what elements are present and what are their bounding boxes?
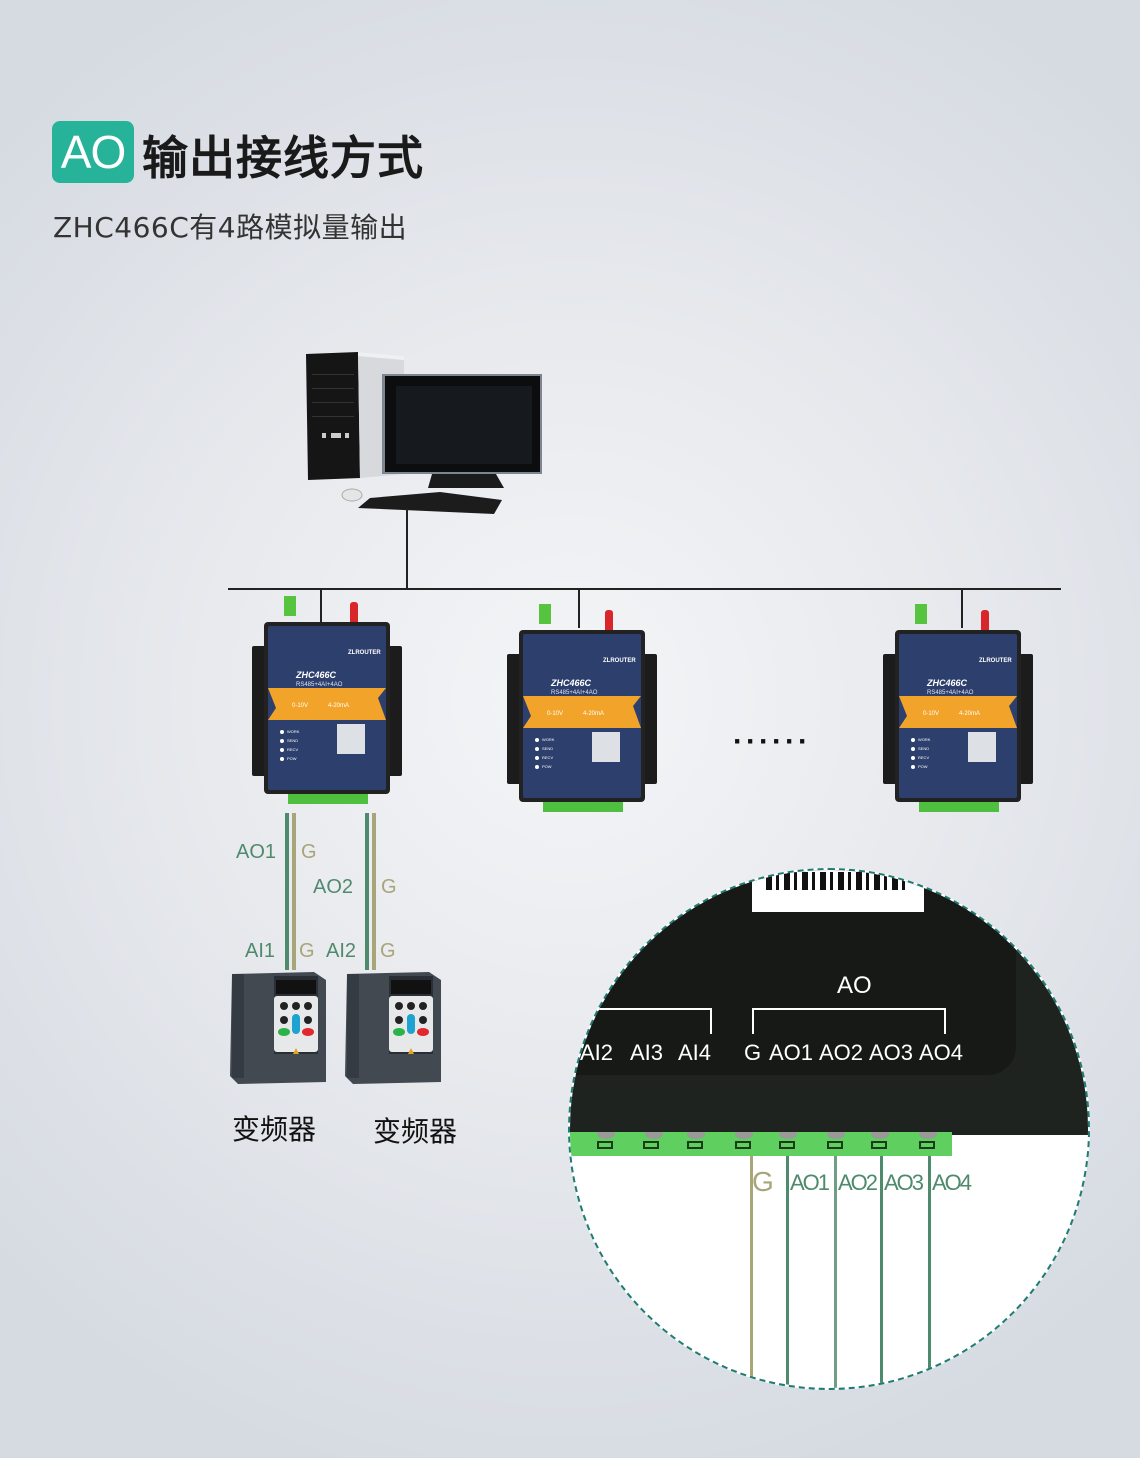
vfd-1-caption: 变频器 (232, 1113, 317, 1146)
range-voltage: 0-10V (923, 711, 940, 717)
terminal-zoom-detail: AO AI2 AI3 AI4 G AO1 AO2 AO3 AO4 (568, 868, 1090, 1390)
range-voltage: 0-10V (547, 711, 564, 717)
label-ao1: AO1 (236, 841, 277, 863)
device-brand: ZLROUTER (979, 658, 1012, 664)
terminal-g: G (744, 1040, 762, 1065)
led-pow: POW (287, 756, 297, 761)
vfd-2-caption: 变频器 (373, 1115, 458, 1148)
device-spec: RS485+4AI+4AO (296, 682, 343, 688)
terminal-ao2: AO2 (819, 1040, 864, 1065)
device-brand: ZLROUTER (348, 650, 381, 656)
terminal-ai4: AI4 (678, 1040, 712, 1065)
led-pow: POW (918, 764, 928, 769)
label-ai2: AI2 (326, 940, 357, 962)
device-spec: RS485+4AI+4AO (551, 690, 598, 696)
range-voltage: 0-10V (292, 703, 309, 709)
qr-label (752, 870, 924, 912)
zoom-label-ao3: AO3 (884, 1170, 924, 1195)
device-spec: RS485+4AI+4AO (927, 690, 974, 696)
zoom-g-wire (750, 1156, 753, 1388)
pc-drop-wire (406, 508, 408, 590)
ao1-wire (285, 813, 289, 970)
zoom-label-ao2: AO2 (838, 1170, 878, 1195)
led-send: SEND (542, 746, 554, 751)
ai-bracket (570, 1008, 712, 1034)
terminal-ai3: AI3 (630, 1040, 664, 1065)
bus-line (228, 588, 1061, 590)
terminal-ao1: AO1 (769, 1040, 814, 1065)
led-work: WORK (918, 737, 931, 742)
label-g1: G (301, 841, 317, 863)
device-model: ZHC466C (551, 678, 592, 688)
led-recv: RECV (287, 747, 299, 752)
ao-bracket (752, 1008, 946, 1034)
led-send: SEND (287, 738, 299, 743)
terminal-ai2: AI2 (580, 1040, 614, 1065)
led-pow: POW (542, 764, 552, 769)
g1-wire (292, 813, 296, 970)
led-recv: RECV (542, 755, 554, 760)
page-title: 输出接线方式 (142, 131, 424, 185)
label-ai1: AI1 (245, 940, 276, 962)
device-2-wire (578, 588, 580, 628)
zoom-ao1-wire (786, 1156, 789, 1388)
more-devices-ellipsis: ······ (733, 725, 811, 758)
computer-icon (306, 352, 542, 514)
zoom-ao2-wire (834, 1156, 837, 1388)
range-current: 4-20mA (328, 703, 350, 709)
zoom-ao4-wire (928, 1156, 931, 1388)
g2-wire (372, 813, 376, 970)
led-send: SEND (918, 746, 930, 751)
zoom-label-ao4: AO4 (932, 1170, 972, 1195)
ao-group-label: AO (837, 972, 872, 999)
led-recv: RECV (918, 755, 930, 760)
led-work: WORK (542, 737, 555, 742)
label-ao2: AO2 (313, 876, 354, 898)
zoom-ao3-wire (880, 1156, 883, 1388)
led-work: WORK (287, 729, 300, 734)
zhc466c-device-3: ZHC466C RS485+4AI+4AO ZLROUTER 0-10V 4-2… (883, 604, 1033, 814)
terminal-ao3: AO3 (869, 1040, 914, 1065)
zoom-label-ao1: AO1 (790, 1170, 830, 1195)
range-current: 4-20mA (583, 711, 605, 717)
vfd-1-icon (230, 972, 326, 1084)
device-1-wire (320, 588, 322, 628)
zoom-label-g: G (752, 1166, 774, 1197)
page-subtitle: ZHC466C有4路模拟量输出 (53, 211, 408, 244)
ao-badge: AO (52, 121, 134, 183)
ao2-wire (365, 813, 369, 970)
zhc466c-device-1: ZHC466C RS485+4AI+4AO ZLROUTER 0-10V 4-2… (252, 596, 402, 806)
label-g4: G (380, 940, 396, 962)
range-current: 4-20mA (959, 711, 981, 717)
terminal-block (570, 1129, 952, 1156)
vfd-2-icon (345, 972, 441, 1084)
device-brand: ZLROUTER (603, 658, 636, 664)
terminal-ao4: AO4 (919, 1040, 964, 1065)
label-g2: G (381, 876, 397, 898)
label-g3: G (299, 940, 315, 962)
device-3-wire (961, 588, 963, 628)
device-model: ZHC466C (927, 678, 968, 688)
device-model: ZHC466C (296, 670, 337, 680)
zhc466c-device-2: ZHC466C RS485+4AI+4AO ZLROUTER 0-10V 4-2… (507, 604, 657, 814)
